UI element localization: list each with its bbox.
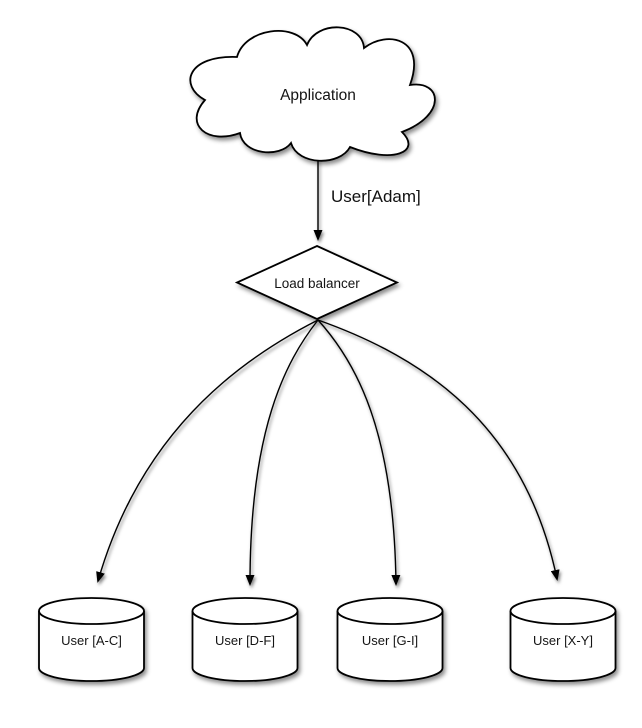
- arrow-loadbalancer-to-shard-gi: [317, 319, 401, 586]
- db-cylinder-shard-xy: [509, 597, 617, 682]
- edge-label-user-adam: User[Adam]: [331, 187, 421, 206]
- shard-df-label: User [D-F]: [215, 633, 275, 648]
- load-balancer-label: Load balancer: [274, 276, 360, 291]
- cylinder-body: [38, 611, 145, 682]
- cylinder-body: [191, 611, 299, 682]
- cylinder-top: [509, 597, 617, 625]
- db-cylinder-shard-ac: [38, 597, 145, 682]
- cylinder-top: [336, 597, 444, 625]
- load-balancer-node: [234, 245, 400, 320]
- arrow-loadbalancer-to-shard-xy: [317, 319, 560, 581]
- arrow-loadbalancer-to-shard-ac: [96, 319, 319, 583]
- shard-gi-label: User [G-I]: [362, 633, 418, 648]
- cylinder-body: [509, 611, 617, 682]
- shard-xy-label: User [X-Y]: [533, 633, 593, 648]
- db-cylinder-shard-gi: [336, 597, 444, 682]
- db-cylinder-shard-df: [191, 597, 299, 682]
- cloud-icon: [189, 26, 436, 162]
- diamond-shape: [234, 245, 400, 320]
- cylinder-top: [38, 597, 145, 625]
- shard-ac-label: User [A-C]: [61, 633, 122, 648]
- cylinder-top: [191, 597, 299, 625]
- cylinder-body: [336, 611, 444, 682]
- shard-db-nodes: [38, 597, 617, 682]
- arrow-loadbalancer-to-shard-df: [245, 319, 319, 586]
- application-label: Application: [280, 87, 356, 104]
- application-cloud-node: [189, 26, 436, 162]
